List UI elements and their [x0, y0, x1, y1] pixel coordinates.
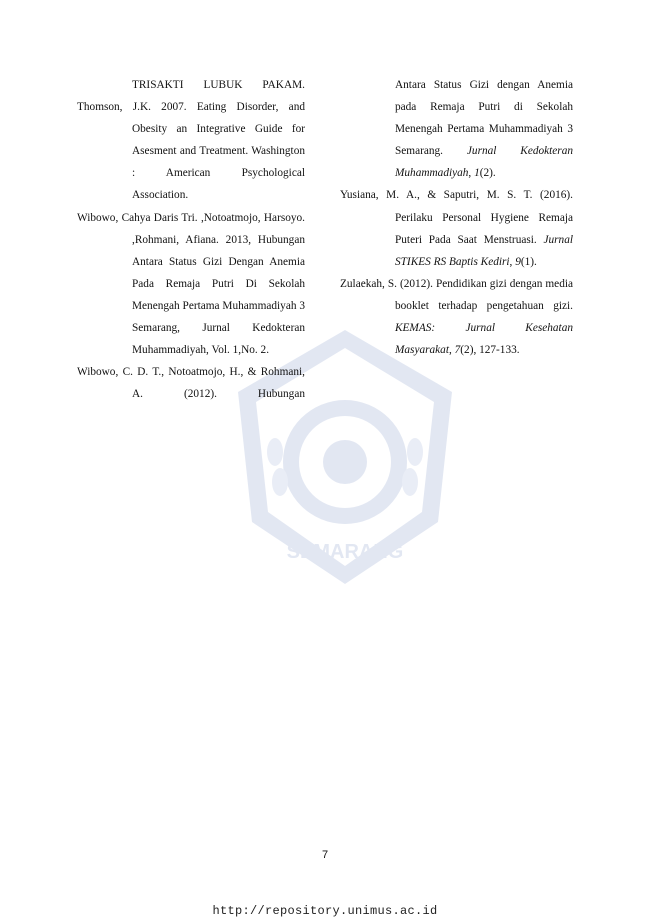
- journal-issue: (2), 127-133.: [460, 344, 520, 357]
- references-right-column: Antara Status Gizi dengan Anemia pada Re…: [340, 74, 573, 361]
- journal-title: Jurnal Kedokteran Muhammadiyah: [395, 145, 574, 180]
- journal-title: KEMAS: Jurnal Kesehatan Masyarakat: [395, 322, 573, 357]
- journal-volume: 1: [474, 167, 480, 180]
- reference-zulaekah: Zulaekah, S. (2012). Pendidikan gizi den…: [340, 277, 573, 357]
- journal-issue: (1).: [520, 255, 537, 268]
- reference-text: Antara Status Gizi dengan Anemia pada Re…: [395, 79, 573, 158]
- seal-text: SEMARANG: [287, 541, 404, 563]
- reference-text: Yusiana, M. A., & Saputri, M. S. T. (201…: [340, 189, 573, 246]
- reference-wibowo-2012-cont: Antara Status Gizi dengan Anemia pada Re…: [395, 79, 574, 180]
- reference-continuation: TRISAKTI LUBUK PAKAM.: [132, 79, 305, 91]
- journal-volume: 7: [454, 344, 461, 357]
- reference-wibowo-2013: Wibowo, Cahya Daris Tri. ,Notoatmojo, Ha…: [77, 211, 305, 357]
- page-number: 7: [321, 849, 329, 861]
- journal-title: Jurnal STIKES RS Baptis Kediri: [395, 233, 573, 268]
- reference-text: Zulaekah, S. (2012). Pendidikan gizi den…: [340, 277, 573, 312]
- references-left-column: TRISAKTI LUBUK PAKAM. Thomson, J.K. 2007…: [77, 74, 305, 405]
- journal-volume: 9: [515, 255, 521, 268]
- reference-wibowo-2012: Wibowo, C. D. T., Notoatmojo, H., & Rohm…: [77, 366, 305, 401]
- reference-thomson: Thomson, J.K. 2007. Eating Disorder, and…: [77, 101, 305, 202]
- journal-issue: (2).: [479, 167, 496, 180]
- reference-yusiana: Yusiana, M. A., & Saputri, M. S. T. (201…: [340, 189, 573, 268]
- footer-url: http://repository.unimus.ac.id: [212, 904, 438, 918]
